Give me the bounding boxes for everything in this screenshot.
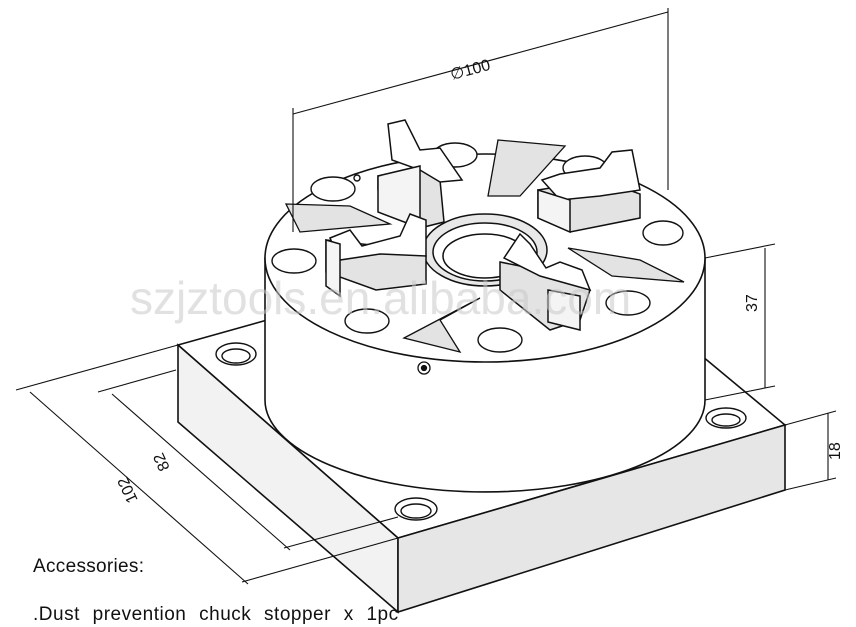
jaw-slots — [284, 139, 685, 354]
side-screw — [417, 361, 431, 375]
dim-base-height-label: 18 — [827, 442, 844, 460]
jaw-right — [537, 149, 641, 234]
base-holes — [215, 342, 747, 521]
jaw-left — [325, 213, 427, 298]
jaw-front — [499, 232, 592, 331]
accessories-heading: Accessories: — [33, 556, 145, 577]
base-hole-bottom — [394, 497, 438, 521]
watermark: szjztools.en.alibaba.com — [130, 272, 631, 324]
dim-base-inner-label: 82 — [151, 450, 174, 473]
jaw-back — [377, 119, 464, 230]
dim-base-outer-label: 102 — [115, 474, 142, 505]
accessory-item: .Dust prevention chuck stopper x 1pc — [33, 604, 399, 625]
dimension-lines — [15, 8, 837, 585]
dim-chuck-height-label: 37 — [744, 294, 761, 312]
base-hole-left — [215, 342, 257, 366]
base-hole-right — [705, 407, 747, 429]
dim-diameter-label: ∅100 — [449, 57, 493, 84]
